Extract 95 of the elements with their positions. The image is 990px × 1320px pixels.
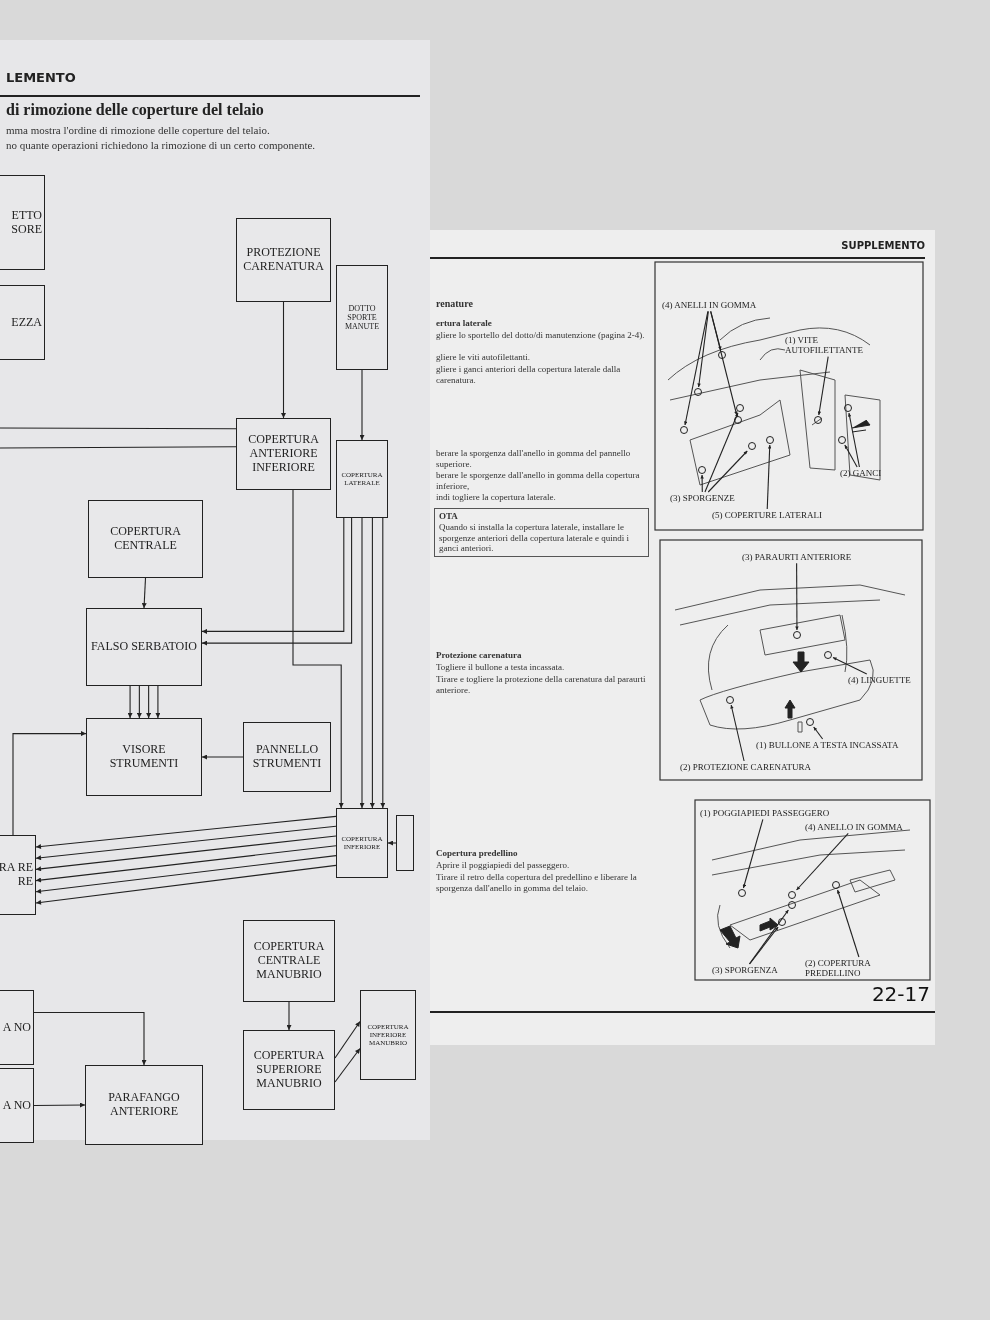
subsection-heading: Copertura predellino	[436, 848, 519, 859]
section-heading: renature	[436, 298, 474, 310]
arrow	[35, 864, 337, 905]
arrow	[359, 517, 365, 809]
callout-label: (3) PARAURTI ANTERIORE	[742, 552, 852, 563]
leader-line	[700, 474, 704, 493]
leader-line	[832, 656, 868, 675]
process-box: COPERTURA SUPERIORE MANUBRIO	[243, 1030, 335, 1110]
page-header: LEMENTO	[6, 70, 77, 86]
section-title: di rimozione delle coperture del telaio	[6, 100, 265, 120]
callout-label: (1) POGGIAPIEDI PASSEGGERO	[700, 808, 830, 819]
arrow	[35, 825, 337, 861]
leader-line	[684, 310, 709, 426]
arrow	[292, 489, 344, 809]
leader-line	[730, 704, 745, 762]
process-box: A NO	[0, 1068, 34, 1143]
note-text: Quando si installa la copertura laterale, installare le sporgenze anteriori della copertura laterale e quindi i ganci anteriori.	[439, 521, 630, 555]
arrow	[155, 685, 161, 719]
leader-line	[704, 412, 739, 493]
callout-label: (4) LINGUETTE	[848, 675, 911, 686]
callout-label: (5) COPERTURE LATERALI	[712, 510, 822, 521]
process-box: COPERTURA CENTRALE	[88, 500, 203, 578]
leader-line	[748, 909, 789, 965]
subsection-heading: ertura laterale	[436, 318, 493, 329]
body-text: Tirare e togliere la protezione della carenatura dal paraurti anteriore.	[436, 674, 647, 696]
callout-label: (2) COPERTURA PREDELLINO	[805, 958, 920, 979]
body-text: Togliere il bullone a testa incassata.	[436, 662, 566, 673]
callout-label: (1) BULLONE A TESTA INCASSATA	[756, 740, 899, 751]
leader-line	[766, 444, 772, 510]
empty-box	[396, 815, 414, 871]
process-box: DOTTO SPORTE MANUTE	[336, 265, 388, 370]
leader-line	[837, 889, 860, 958]
process-box: EZZA	[0, 285, 45, 360]
arrow	[334, 1020, 361, 1059]
body-text: gliere le viti autofilettanti.	[436, 352, 531, 363]
process-box: COPERTURA CENTRALE MANUBRIO	[243, 920, 335, 1002]
arrow	[35, 855, 337, 894]
process-box: A NO	[0, 990, 34, 1065]
arrow	[136, 685, 142, 719]
body-text: gliere i ganci anteriori della copertura laterale dalla carenatura.	[436, 364, 622, 386]
arrow	[33, 1102, 86, 1108]
body-text: gliere lo sportello del dotto/di manutenzione (pagina 2-4).	[436, 330, 646, 341]
arrow	[281, 301, 286, 419]
arrow	[380, 517, 386, 809]
arrow	[334, 1047, 361, 1083]
leader-line	[817, 356, 829, 416]
callout-label: (4) ANELLO IN GOMMA	[805, 822, 903, 833]
connector-line	[0, 446, 237, 449]
arrow	[35, 835, 337, 872]
leader-line	[795, 562, 799, 631]
leader-line	[742, 818, 764, 889]
leader-line	[697, 310, 709, 388]
process-box: COPERTURA ANTERIORE INFERIORE	[236, 418, 331, 490]
arrow	[359, 369, 365, 441]
arrow	[387, 840, 397, 846]
process-box: ETTO SORE	[0, 175, 45, 270]
arrow	[33, 1011, 147, 1066]
callout-label: (3) SPORGENZE	[670, 493, 735, 504]
arrow	[12, 731, 87, 836]
body-text: Tirare il retro della copertura del predellino e liberare la sporgenza dall'anello in gomma del telaio.	[436, 872, 638, 894]
leader-line	[749, 926, 779, 965]
page-header: SUPPLEMENTO	[840, 240, 925, 252]
arrow	[146, 685, 152, 719]
callout-label: (4) ANELLI IN GOMMA	[662, 300, 757, 311]
callout-label: (3) SPORGENZA	[712, 965, 778, 976]
body-text: indi togliere la copertura laterale.	[436, 492, 557, 503]
arrow	[35, 815, 337, 849]
intro-text: mma mostra l'ordine di rimozione delle coperture del telaio.	[6, 124, 271, 138]
process-box: FALSO SERBATOIO	[86, 608, 202, 686]
subsection-heading: Protezione carenatura	[436, 650, 523, 661]
body-text: berare la sporgenza dall'anello in gomma del pannello superiore.	[436, 448, 632, 470]
arrow	[35, 845, 337, 883]
leader-line	[844, 444, 858, 468]
leader-line	[710, 310, 738, 416]
arrow	[369, 517, 375, 809]
arrow	[286, 1001, 292, 1031]
leader-line	[847, 412, 860, 468]
connector-line	[0, 427, 237, 430]
intro-text: no quante operazioni richiedono la rimozione di un certo componente.	[6, 139, 317, 153]
process-box: PARAFANGO ANTERIORE	[85, 1065, 203, 1145]
process-box: VISORE STRUMENTI	[86, 718, 202, 796]
callout-label: (1) VITE AUTOFILETTANTE	[785, 335, 875, 356]
arrow	[201, 754, 244, 760]
callout-label: (2) GANCI	[840, 468, 882, 479]
note-heading: OTA	[439, 511, 459, 522]
leader-line	[707, 450, 748, 493]
leader-line	[796, 832, 849, 891]
body-text: Aprire il poggiapiedi del passeggero.	[436, 860, 571, 871]
leader-line	[813, 726, 824, 740]
process-box: PANNELLO STRUMENTI	[243, 722, 331, 792]
arrow	[141, 577, 147, 609]
page-number: 22-17	[870, 982, 930, 1006]
process-box: PROTEZIONE CARENATURA	[236, 218, 331, 302]
arrow	[127, 685, 133, 719]
callout-label: (2) PROTEZIONE CARENATURA	[680, 762, 811, 773]
